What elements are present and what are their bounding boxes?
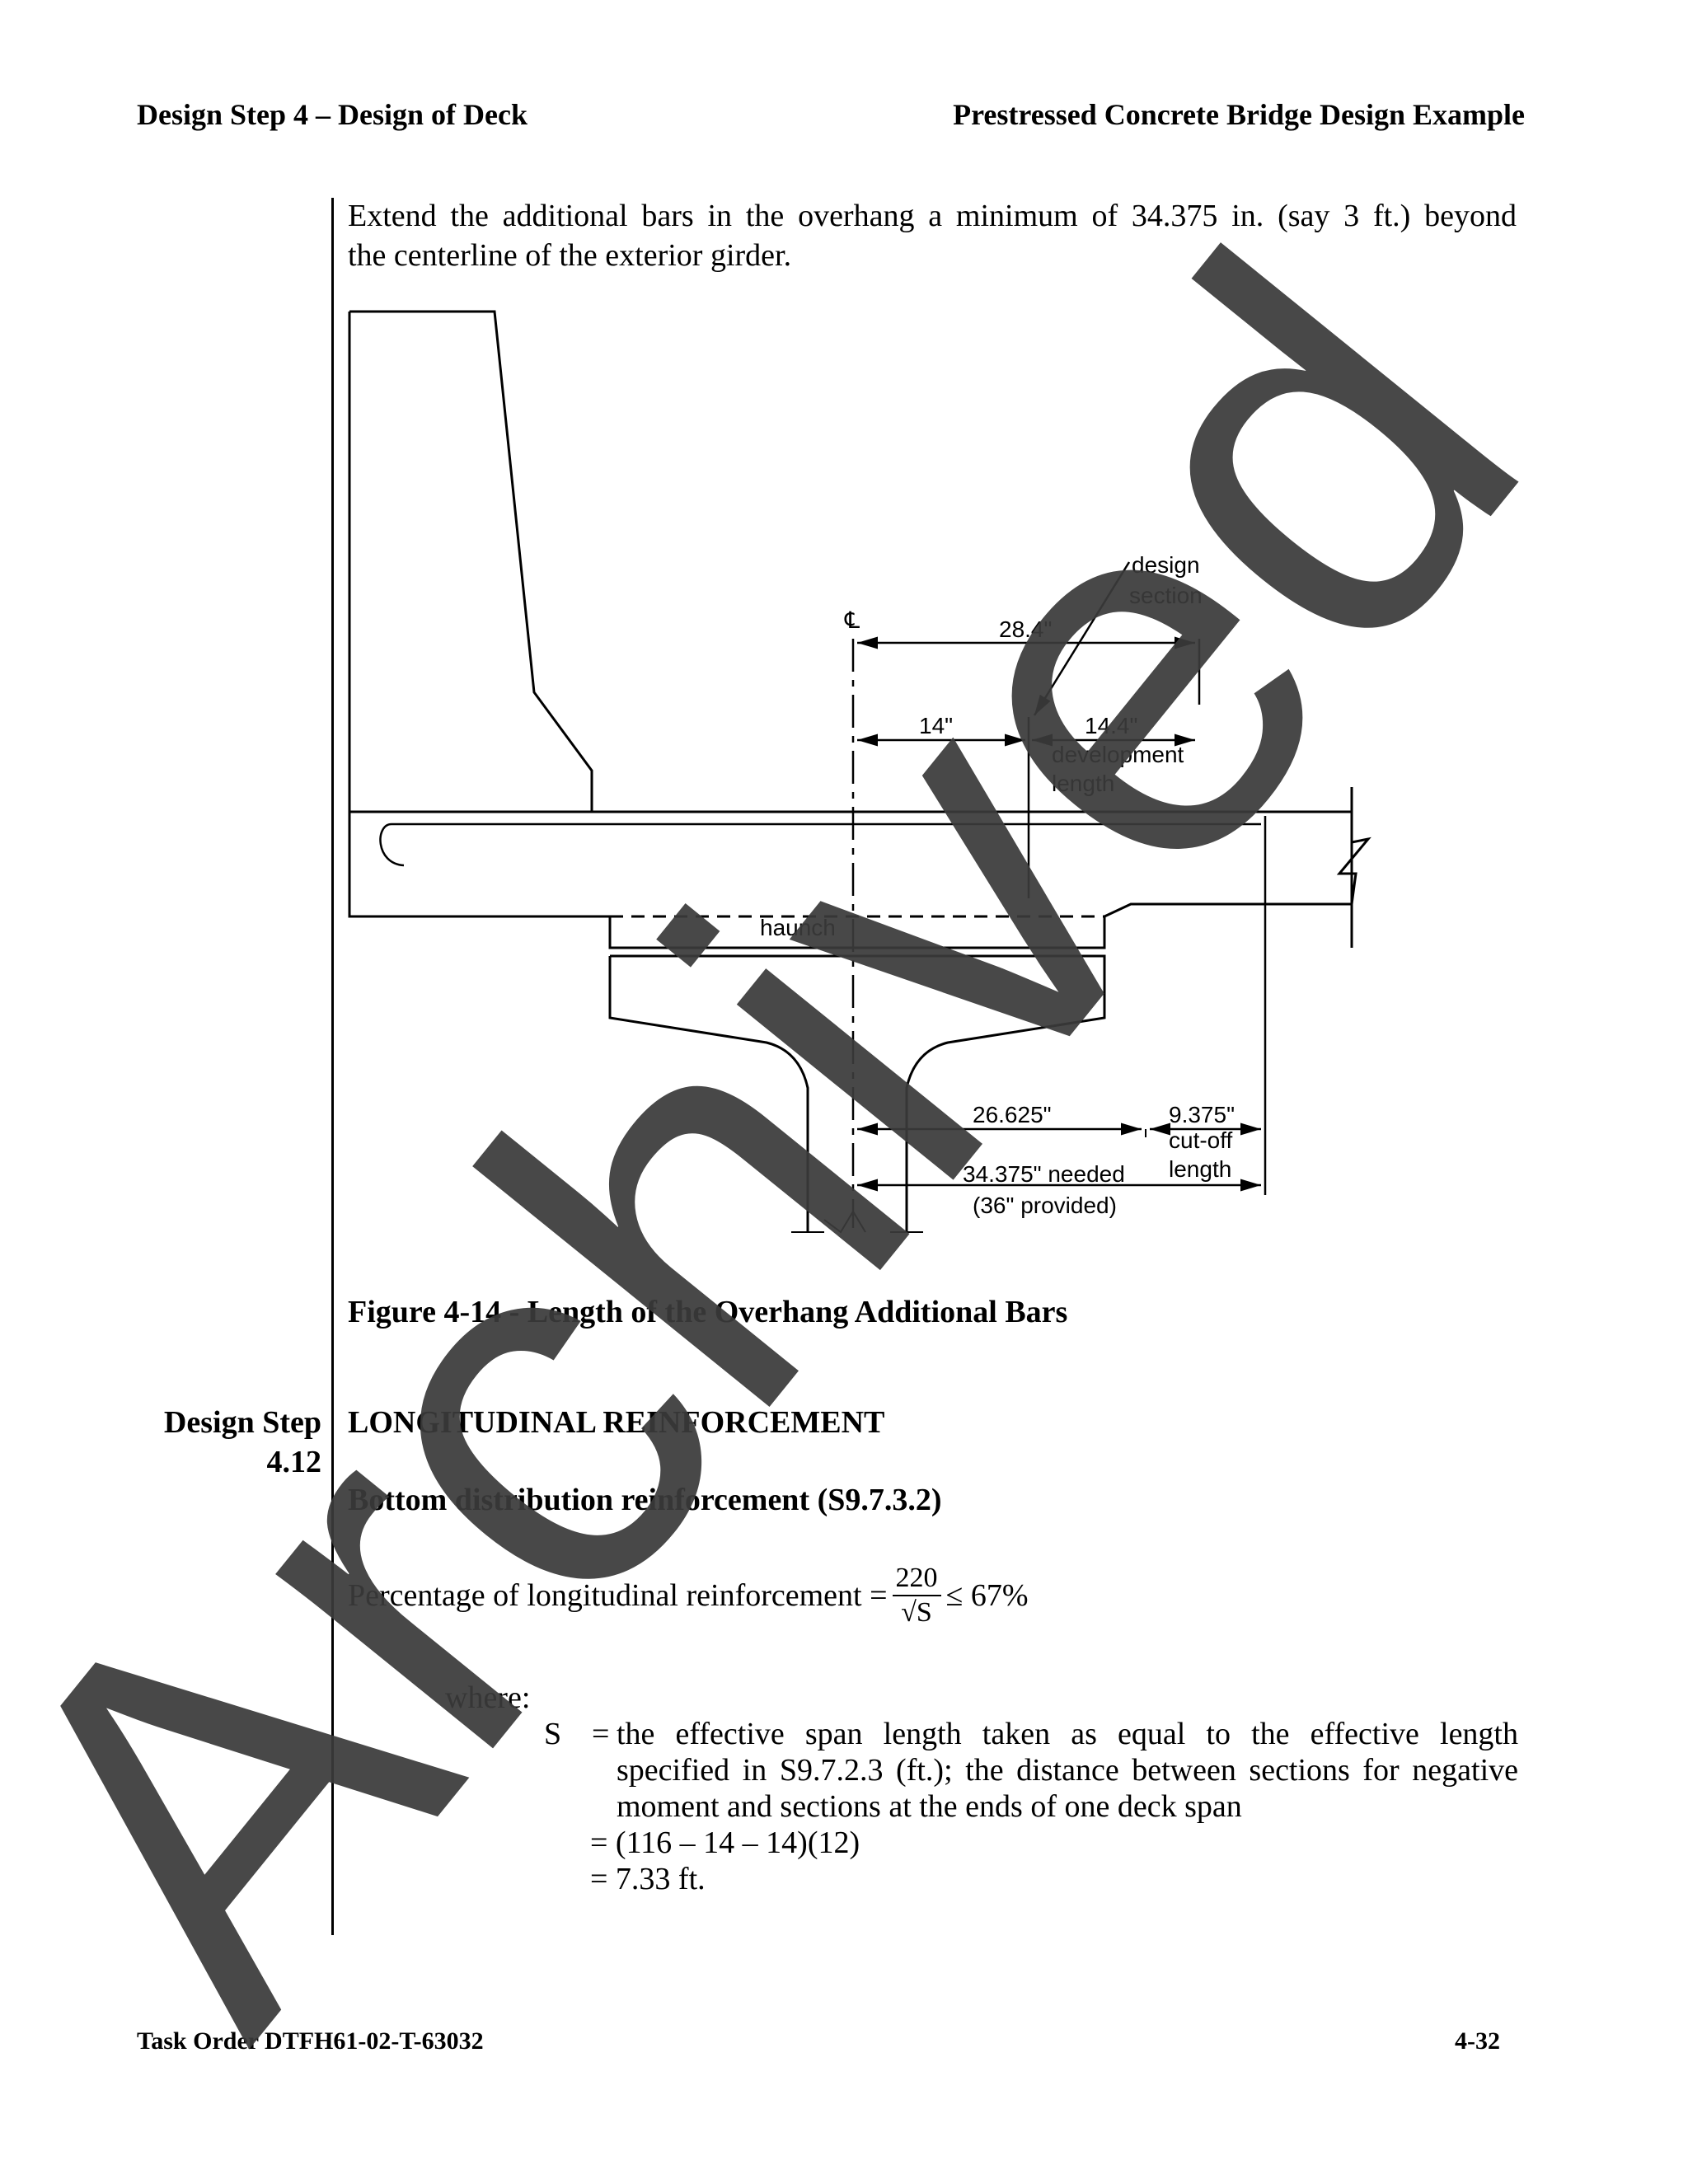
formula-prefix: Percentage of longitudinal reinforcement… <box>348 1578 888 1613</box>
dim-14: 14" <box>919 713 953 738</box>
dim-9-375: 9.375" <box>1169 1102 1235 1127</box>
s-symbol: S <box>544 1717 562 1751</box>
girder <box>608 954 1106 1232</box>
design-step-number: 4.12 <box>266 1445 322 1479</box>
design-step-label: Design Step <box>163 1405 321 1440</box>
footer-left: Task Order DTFH61-02-T-63032 <box>137 2027 484 2055</box>
s-definition-2: specified in S9.7.2.3 (ft.); the distanc… <box>617 1753 1518 1788</box>
label-section: section <box>1129 583 1203 608</box>
intro-line-2: the centerline of the exterior girder. <box>348 238 792 273</box>
header-left: Design Step 4 – Design of Deck <box>137 98 528 131</box>
margin-rule <box>331 198 334 1935</box>
formula-fraction: 220 √S <box>892 1562 941 1629</box>
dim-26-625: 26.625" <box>973 1102 1052 1127</box>
rebar <box>379 823 1261 867</box>
formula: Percentage of longitudinal reinforcement… <box>348 1556 1029 1635</box>
centerline-symbol: ℄ <box>844 607 860 633</box>
s-definition-1: the effective span length taken as equal… <box>617 1717 1518 1751</box>
s-equals: = <box>592 1717 610 1751</box>
header-right: Prestressed Concrete Bridge Design Examp… <box>953 98 1525 131</box>
intro-line-1: Extend the additional bars in the overha… <box>348 199 1517 233</box>
section-subtitle: Bottom distribution reinforcement (S9.7.… <box>348 1483 942 1517</box>
overhang-figure: ℄ design section 28.4" 14" 14.4" develop… <box>348 310 1372 1234</box>
section-title: LONGITUDINAL REINFORCEMENT <box>348 1405 885 1440</box>
figure-caption: Figure 4-14 - Length of the Overhang Add… <box>348 1295 1068 1329</box>
deck-slab <box>348 810 1352 918</box>
formula-suffix: ≤ 67% <box>945 1578 1029 1613</box>
haunch <box>608 916 1106 949</box>
label-needed: 34.375" needed <box>963 1161 1125 1187</box>
break-line <box>1336 812 1372 905</box>
label-cut-off: cut-off <box>1169 1127 1233 1153</box>
formula-denominator: √S <box>901 1597 932 1628</box>
calc-line-1: = (116 – 14 – 14)(12) <box>590 1825 860 1860</box>
label-cut-off-length: length <box>1169 1156 1231 1182</box>
label-provided: (36" provided) <box>973 1193 1117 1218</box>
dim-14-4: 14.4" <box>1085 713 1137 738</box>
formula-numerator: 220 <box>892 1562 941 1596</box>
label-haunch: haunch <box>760 915 836 940</box>
label-development: development <box>1052 742 1184 767</box>
barrier-outline <box>348 310 593 812</box>
where-label: where: <box>445 1680 531 1715</box>
footer-page-number: 4-32 <box>1455 2027 1500 2055</box>
dim-28-4: 28.4" <box>999 616 1052 642</box>
s-definition-3: moment and sections at the ends of one d… <box>617 1789 1242 1824</box>
label-dev-length: length <box>1052 771 1114 796</box>
calc-line-2: = 7.33 ft. <box>590 1862 706 1896</box>
label-design: design <box>1132 552 1200 578</box>
